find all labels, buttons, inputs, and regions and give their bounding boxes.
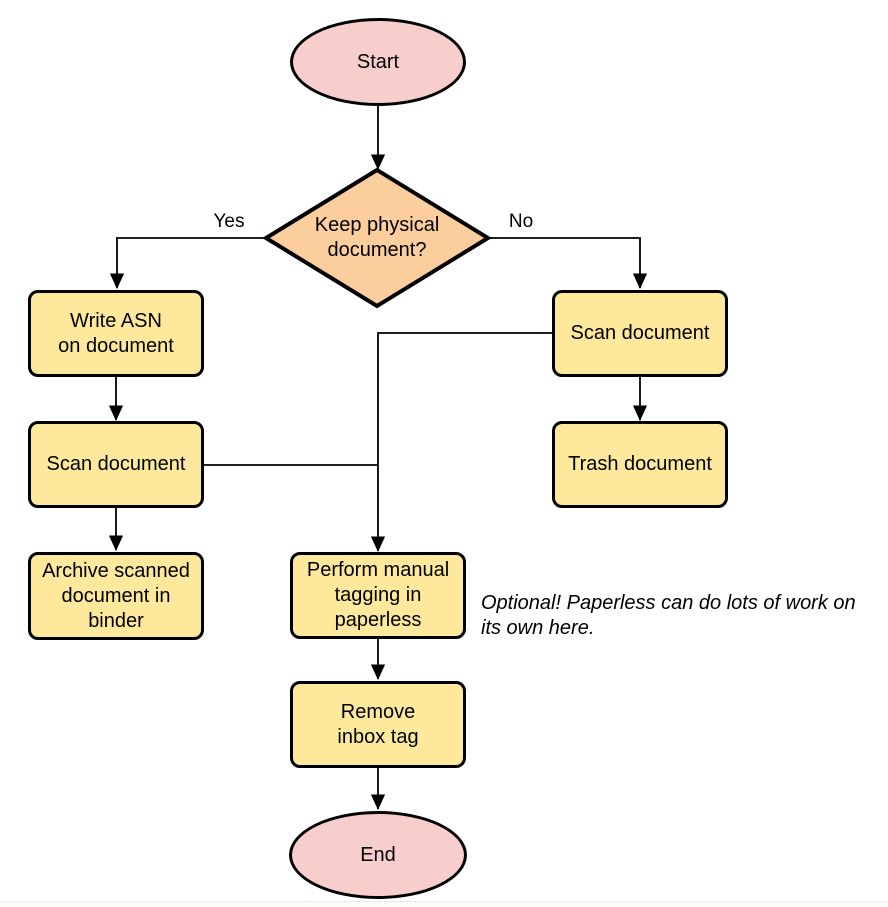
- node-write-asn-label: Write ASN on document: [58, 309, 174, 357]
- node-scan-document-right-label: Scan document: [570, 322, 710, 344]
- node-end-label: End: [360, 843, 396, 866]
- node-scan-document-left: Scan document: [28, 421, 204, 508]
- node-start-label: Start: [356, 50, 400, 73]
- node-decision-label: Keep physical document?: [314, 214, 440, 261]
- edge-scan-right-to-tagging: [370, 332, 552, 552]
- edge-label-yes: Yes: [213, 211, 245, 232]
- node-decision: Keep physical document?: [266, 170, 488, 306]
- edge-label-no: No: [508, 211, 534, 232]
- node-remove-inbox-tag: Remove inbox tag: [290, 681, 466, 768]
- node-scan-document-left-label: Scan document: [46, 453, 186, 475]
- node-end: End: [289, 811, 467, 899]
- node-archive-document: Archive scanned document in binder: [28, 552, 204, 640]
- decision-diamond-shape: [262, 167, 492, 309]
- node-remove-inbox-tag-label: Remove inbox tag: [337, 700, 419, 748]
- node-scan-document-right: Scan document: [552, 290, 728, 377]
- edge-decision-no-to-scan-right: [488, 237, 648, 289]
- edge-decision-yes-to-write-asn: [109, 237, 266, 289]
- node-trash-document-label: Trash document: [568, 453, 712, 475]
- node-archive-document-label: Archive scanned document in binder: [42, 559, 190, 632]
- node-manual-tagging-label: Perform manual tagging in paperless: [306, 559, 450, 631]
- node-write-asn: Write ASN on document: [28, 290, 204, 377]
- node-start: Start: [290, 18, 466, 106]
- node-trash-document: Trash document: [552, 421, 728, 508]
- page-bottom-edge: [0, 901, 888, 907]
- optional-note: Optional! Paperless can do lots of work …: [481, 592, 856, 639]
- node-manual-tagging: Perform manual tagging in paperless: [290, 552, 466, 639]
